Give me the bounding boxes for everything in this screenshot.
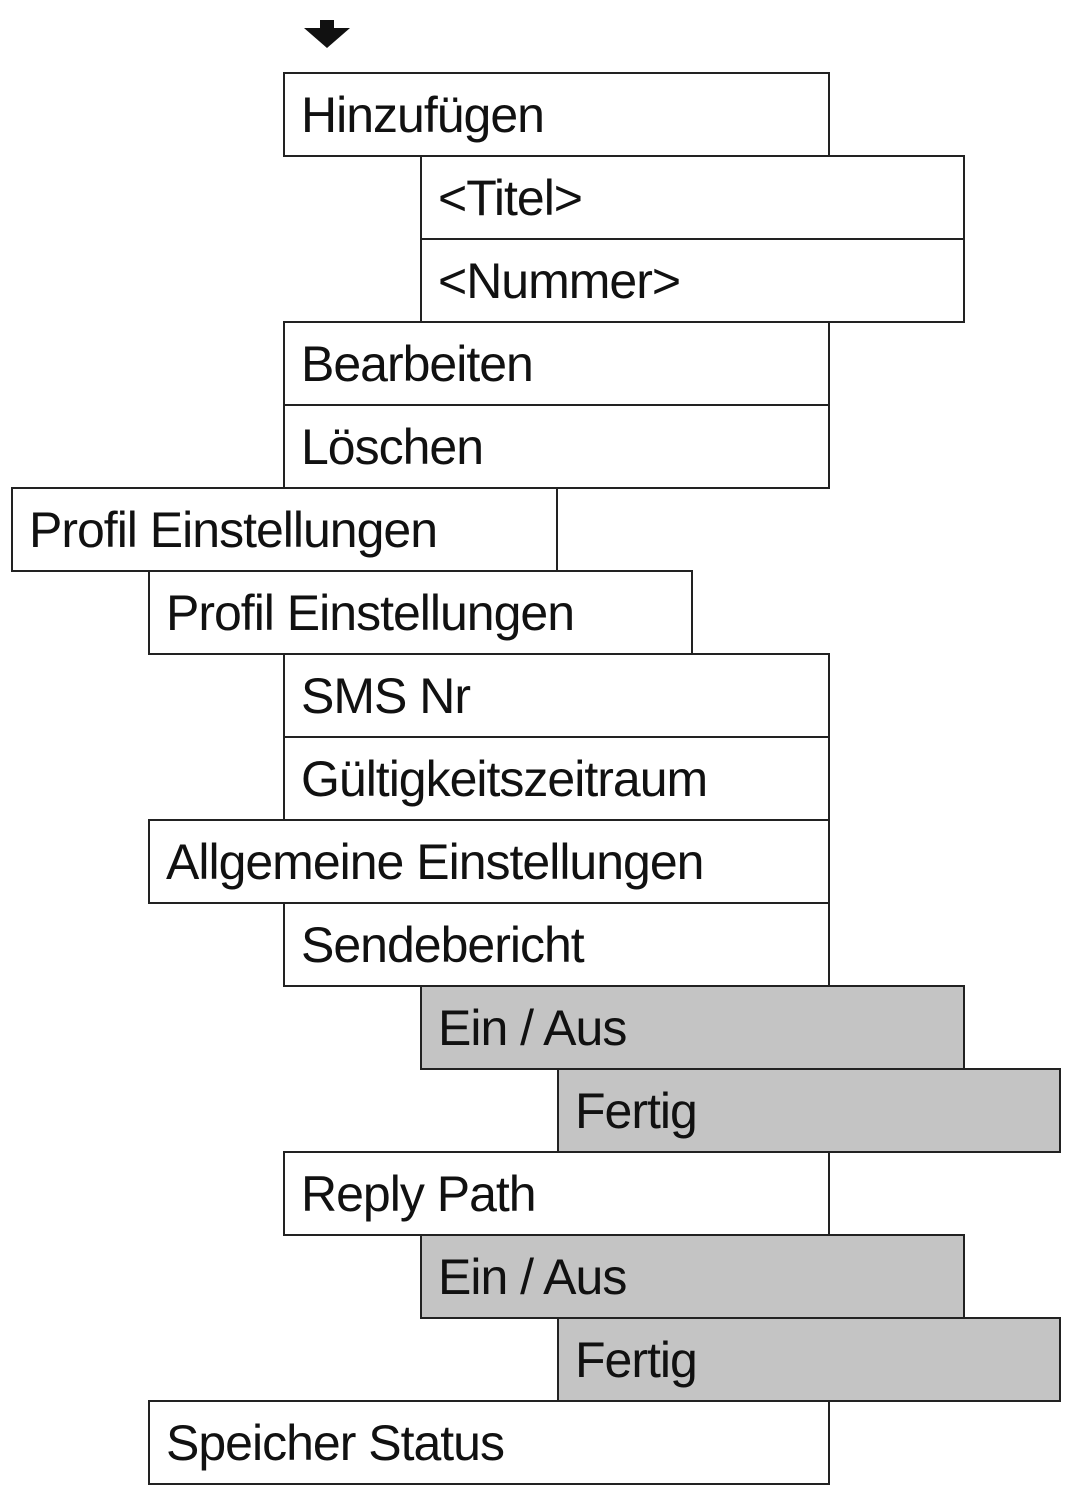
menu-item-loeschen: Löschen bbox=[283, 404, 830, 489]
menu-item-speicher-status: Speicher Status bbox=[148, 1400, 830, 1485]
menu-item-reply-path-ein-aus: Ein / Aus bbox=[420, 1234, 965, 1319]
menu-item-profil-einstellungen-sub: Profil Einstellungen bbox=[148, 570, 693, 655]
arrow-down-icon bbox=[304, 20, 350, 48]
menu-item-sendebericht-ein-aus: Ein / Aus bbox=[420, 985, 965, 1070]
menu-item-hinzufuegen: Hinzufügen bbox=[283, 72, 830, 157]
menu-item-gueltigkeitszeitraum: Gültigkeitszeitraum bbox=[283, 736, 830, 821]
menu-item-profil-einstellungen: Profil Einstellungen bbox=[11, 487, 558, 572]
menu-item-sms-nr: SMS Nr bbox=[283, 653, 830, 738]
menu-item-reply-path: Reply Path bbox=[283, 1151, 830, 1236]
menu-item-bearbeiten: Bearbeiten bbox=[283, 321, 830, 406]
menu-item-sendebericht-fertig: Fertig bbox=[557, 1068, 1061, 1153]
menu-item-nummer: <Nummer> bbox=[420, 238, 965, 323]
menu-item-allgemeine-einstellungen: Allgemeine Einstellungen bbox=[148, 819, 830, 904]
menu-item-titel: <Titel> bbox=[420, 155, 965, 240]
menu-item-sendebericht: Sendebericht bbox=[283, 902, 830, 987]
menu-item-reply-path-fertig: Fertig bbox=[557, 1317, 1061, 1402]
